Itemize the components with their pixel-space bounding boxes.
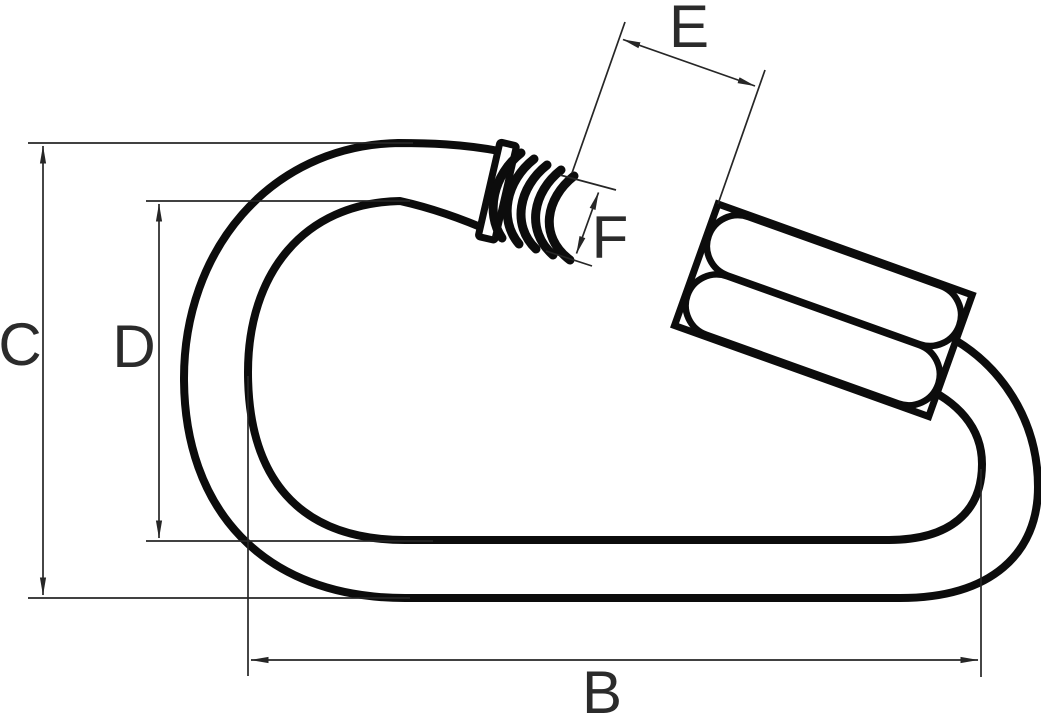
- dimension-label-e: E: [669, 0, 709, 60]
- dimension-label-b: B: [582, 659, 622, 726]
- dimension-e: E: [571, 0, 766, 205]
- gate-threads: [488, 148, 579, 265]
- dimension-c: C: [0, 142, 413, 599]
- nut-facet-lower: [682, 271, 944, 409]
- thread-coil: [531, 165, 566, 260]
- dimension-label-f: F: [592, 204, 629, 271]
- e-extension-left: [571, 21, 626, 174]
- f-extension-top: [559, 174, 617, 191]
- dimension-f: F: [545, 174, 629, 271]
- rod-outer-edge: [180, 139, 1041, 602]
- thread-coil: [544, 171, 579, 265]
- dimension-label-c: C: [0, 311, 42, 378]
- dimension-b: B: [247, 376, 982, 726]
- dimension-d: D: [112, 200, 433, 542]
- f-extension-bottom: [545, 250, 593, 267]
- thread-coil: [488, 148, 526, 243]
- dimension-label-d: D: [112, 313, 155, 380]
- f-dimension-line: [575, 192, 600, 254]
- e-extension-right: [717, 69, 766, 205]
- gate-nut: [670, 199, 977, 421]
- thread-coil: [516, 160, 552, 254]
- e-dimension-line: [622, 38, 756, 87]
- thread-coil: [502, 154, 539, 249]
